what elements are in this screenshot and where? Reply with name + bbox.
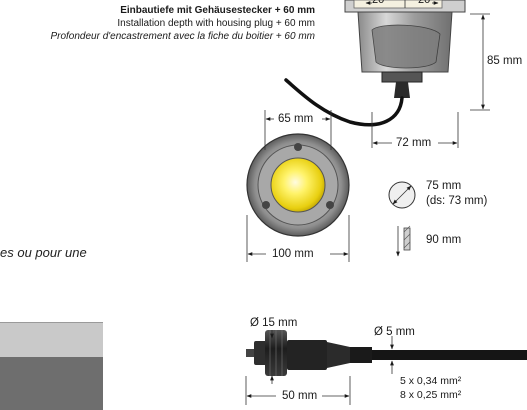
dimension-lens	[264, 110, 332, 150]
dim-top-left: 20	[372, 0, 385, 6]
dim-depth-plate: 90 mm	[426, 234, 462, 246]
dim-cutout-ds: (ds: 73 mm)	[426, 195, 488, 207]
wire-spec-1: 5 x 0,34 mm²	[400, 375, 462, 387]
luminaire-front-view	[246, 133, 350, 237]
dim-lens: 65 mm	[278, 113, 314, 125]
dim-height: 85 mm	[487, 55, 523, 67]
dim-top-right: 20	[418, 0, 431, 6]
note-installation-depth-de: Einbautiefe mit Gehäusestecker + 60 mm	[120, 5, 315, 16]
dim-cable-diameter: Ø 5 mm	[374, 326, 415, 338]
dim-connector-length: 50 mm	[282, 390, 318, 402]
note-installation-depth-fr: Profondeur d'encastrement avec la fiche …	[50, 31, 315, 42]
housing-side-view	[284, 0, 466, 127]
dim-flange-width: 72 mm	[396, 137, 432, 149]
cropped-text-fragment: es ou pour une	[0, 245, 87, 260]
gray-bar-light	[0, 322, 103, 358]
note-installation-depth-en: Installation depth with housing plug + 6…	[117, 18, 315, 29]
connector-side-view	[246, 330, 527, 376]
dim-cutout: 75 mm	[426, 180, 462, 192]
dimension-flange-width	[371, 112, 459, 148]
cutout-symbol	[388, 181, 416, 209]
wire-spec-2: 8 x 0,25 mm²	[400, 389, 462, 401]
depth-plate-symbol	[396, 225, 411, 257]
gray-bar-dark	[0, 357, 103, 410]
dimension-height	[470, 13, 490, 111]
dimension-connector-length	[245, 376, 351, 405]
dim-outer: 100 mm	[272, 248, 314, 260]
dimension-outer	[246, 215, 350, 262]
dim-connector-diameter: Ø 15 mm	[250, 317, 298, 329]
